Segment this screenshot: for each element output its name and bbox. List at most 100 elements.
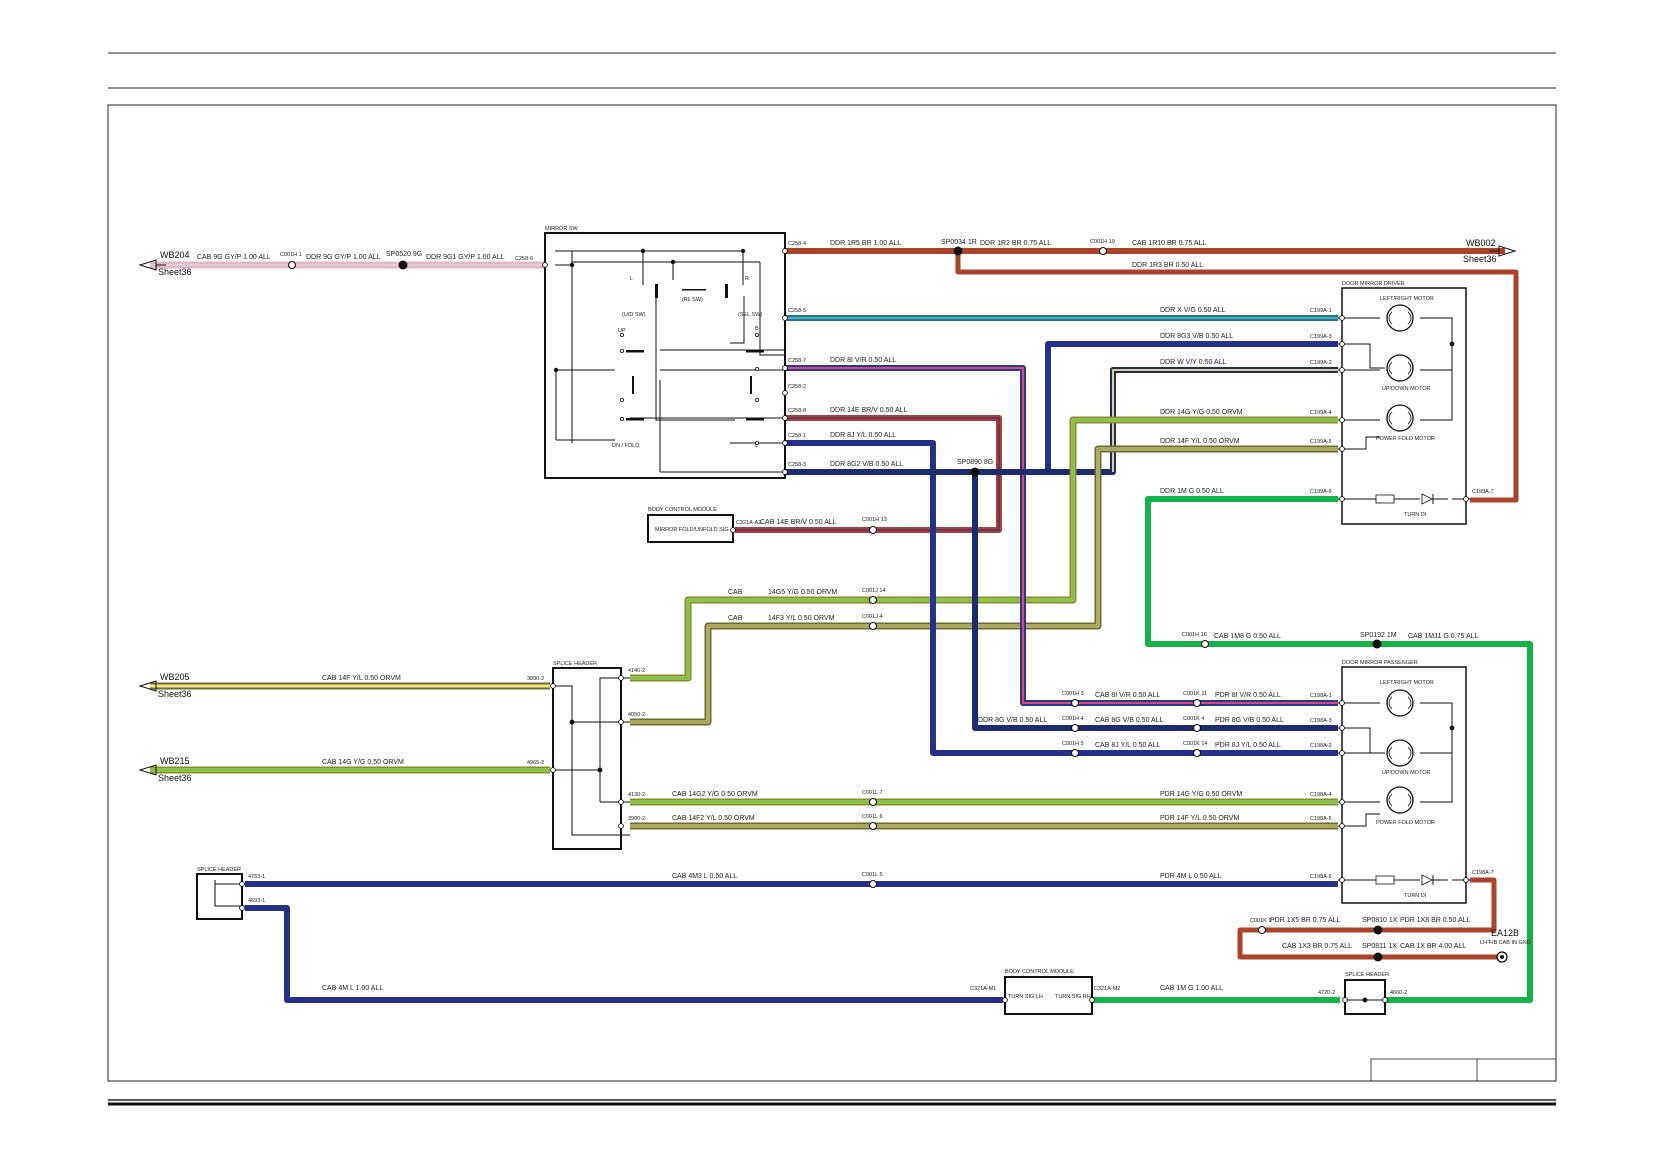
connector-label: 4050-2 bbox=[628, 712, 645, 718]
passenger-turn: TURN DI bbox=[1404, 893, 1427, 899]
connector-label: C001H 4 bbox=[1062, 716, 1084, 722]
connector-label: C001H 16 bbox=[1182, 632, 1207, 638]
page-frame bbox=[107, 52, 1557, 1106]
mirror-sw-l2: L bbox=[755, 443, 758, 449]
wire-label: CAB 14G Y/G 0.50 ORVM bbox=[322, 759, 404, 766]
connector-label: C198A-5 bbox=[1310, 816, 1332, 822]
driver-title: DOOR MIRROR DRIVER bbox=[1342, 281, 1405, 287]
passenger-lr-motor: LEFT/RIGHT MOTOR bbox=[1380, 680, 1434, 686]
connector-label: 4965-2 bbox=[527, 760, 544, 766]
wire-14f-14g-cab bbox=[150, 682, 550, 774]
connector-label: C258-2 bbox=[788, 384, 806, 390]
sp0890-label: SP0890 8G bbox=[957, 459, 993, 466]
connector-label: 4693-1 bbox=[248, 898, 265, 904]
connector-label: C001K 1 bbox=[1250, 918, 1271, 924]
connector-label: C321A-A2 bbox=[736, 520, 761, 526]
wire-label: DDR 8G2 V/B 0.50 ALL bbox=[830, 461, 903, 468]
wire-label: CAB 1X3 BR 0.75 ALL bbox=[1282, 943, 1352, 950]
wire-label: PDR 14G Y/G 0.50 ORVM bbox=[1160, 791, 1242, 798]
wire-label: DDR X V/G 0.50 ALL bbox=[1160, 307, 1225, 314]
connector-label: C199A-4 bbox=[1310, 410, 1332, 416]
connector-label: 3890-2 bbox=[527, 676, 544, 682]
wire-label: CAB bbox=[728, 615, 743, 622]
mirror-sw-r: R bbox=[745, 276, 749, 282]
wire-label: PDR 1X8 BR 0.50 ALL bbox=[1400, 917, 1471, 924]
wire-label: CAB 9G GY/P 1.00 ALL bbox=[197, 254, 271, 261]
wire-label: CAB 4M3 L 0.50 ALL bbox=[672, 873, 737, 880]
wb002-sheet: Sheet36 bbox=[1463, 254, 1497, 264]
connector-label: C321A-M2 bbox=[1094, 986, 1120, 992]
connector-label: C198A-1 bbox=[1310, 693, 1332, 699]
wire-label: DDR 8J Y/L 0.50 ALL bbox=[830, 432, 896, 439]
connector-label: C199A-5 bbox=[1310, 439, 1332, 445]
sp0811-label: SP0811 1X bbox=[1362, 943, 1397, 950]
connector-label: C001L 5 bbox=[862, 872, 883, 878]
connector-label: C001H 5 bbox=[1062, 741, 1084, 747]
wire-label: CAB 4M L 1.00 ALL bbox=[322, 985, 383, 992]
wire-label: DDR 8G V/B 0.50 ALL bbox=[978, 717, 1047, 724]
wire-14f-y-l-ddr bbox=[873, 445, 1338, 630]
driver-pf-motor: POWER FOLD MOTOR bbox=[1376, 436, 1435, 442]
wire-label: DDR 14E BR/V 0.50 ALL bbox=[830, 407, 908, 414]
splice-header-1: SPLICE HEADER bbox=[552, 661, 630, 850]
wire-label: CAB 14F Y/L 0.50 ORVM bbox=[322, 675, 401, 682]
passenger-ud-motor: UP/DOWN MOTOR bbox=[1382, 770, 1431, 776]
mirror-sw-up: UP bbox=[618, 328, 626, 334]
connector-label: C199A-7 bbox=[1472, 489, 1494, 495]
offsheet-connectors: WB204 Sheet36 WB002 Sheet36 WB205 Sheet3… bbox=[138, 238, 1517, 783]
wire-label: PDR 14F Y/L 0.50 ORVM bbox=[1160, 815, 1239, 822]
connector-label: C199A-2 bbox=[1310, 360, 1332, 366]
bcm2-pin-rh: TURN SIG RH bbox=[1055, 994, 1091, 1000]
wire-label: DDR 1R2 BR 0.75 ALL bbox=[980, 240, 1051, 247]
wb002-ref: WB002 bbox=[1466, 238, 1496, 248]
connector-label: C198A-7 bbox=[1472, 870, 1494, 876]
wire-label: DDR 8G3 V/B 0.50 ALL bbox=[1160, 333, 1233, 340]
sp0192-label: SP0192 1M bbox=[1360, 632, 1397, 639]
wire-1m-g bbox=[1088, 496, 1533, 1003]
wire-8i-v-r bbox=[785, 365, 1338, 706]
ground-ref: EA12B bbox=[1491, 928, 1519, 938]
connector-label: 4720-2 bbox=[1318, 990, 1335, 996]
connector-label: C199A-3 bbox=[1310, 334, 1332, 340]
connector-label: 4660-2 bbox=[1390, 990, 1407, 996]
mirror-sw-b: B bbox=[755, 326, 759, 332]
sp0520-label: SP0520 9G bbox=[386, 251, 422, 258]
wire-label: CAB bbox=[728, 589, 743, 596]
wire-label: CAB 1R10 BR 0.75 ALL bbox=[1132, 240, 1206, 247]
wires bbox=[150, 248, 1533, 1003]
wire-label: CAB 8G V/B 0.50 ALL bbox=[1095, 717, 1164, 724]
connector-label: C198A-6 bbox=[1310, 874, 1332, 880]
wire-label: DDR 1R3 BR 0.50 ALL bbox=[1132, 262, 1203, 269]
wb204-sheet: Sheet36 bbox=[158, 267, 192, 277]
wire-label: DDR W V/Y 0.50 ALL bbox=[1160, 359, 1227, 366]
connector-label: C001J 4 bbox=[862, 614, 883, 620]
wire-label: CAB 14E BR/V 0.50 ALL bbox=[760, 519, 837, 526]
driver-lr-motor: LEFT/RIGHT MOTOR bbox=[1380, 296, 1434, 302]
connector-label: 4763-1 bbox=[248, 874, 265, 880]
connector-label: C258-4 bbox=[788, 241, 806, 247]
connector-label: C001J 14 bbox=[862, 588, 886, 594]
connector-label: 3900-2 bbox=[628, 816, 645, 822]
wire-8g-v-b bbox=[785, 469, 1338, 731]
connector-label: C321A-M1 bbox=[970, 986, 996, 992]
wire-14g2-14f2 bbox=[630, 798, 1338, 830]
connector-label: C001H 1 bbox=[280, 252, 302, 258]
connector-label: C198A-3 bbox=[1310, 718, 1332, 724]
wb204-ref: WB204 bbox=[160, 250, 190, 260]
connector-label: C001H 13 bbox=[862, 517, 887, 523]
splice-header-3: SPLICE HEADER bbox=[1344, 972, 1389, 1015]
inline-connector-symbols bbox=[287, 246, 1267, 935]
splice-labels: SP0520 9G SP0034 1R SP0890 8G SP0192 1M … bbox=[386, 239, 1398, 950]
wire-14g5-14f3 bbox=[630, 596, 873, 726]
connector-label: C001H 3 bbox=[1062, 691, 1084, 697]
wire-label: 14G5 Y/G 0.50 ORVM bbox=[768, 589, 838, 596]
connector-label: C001K 4 bbox=[1183, 716, 1204, 722]
connector-label: C198A-4 bbox=[1310, 792, 1332, 798]
mirror-sw-l: L bbox=[630, 276, 633, 282]
connector-label: C199A-1 bbox=[1310, 308, 1332, 314]
connector-label: 4130-2 bbox=[628, 792, 645, 798]
wire-label: PDR 1X5 BR 0.75 ALL bbox=[1270, 917, 1341, 924]
bcm2-pin-lh: TURN SIG LH bbox=[1008, 994, 1043, 1000]
connector-label: C258-6 bbox=[515, 256, 533, 262]
